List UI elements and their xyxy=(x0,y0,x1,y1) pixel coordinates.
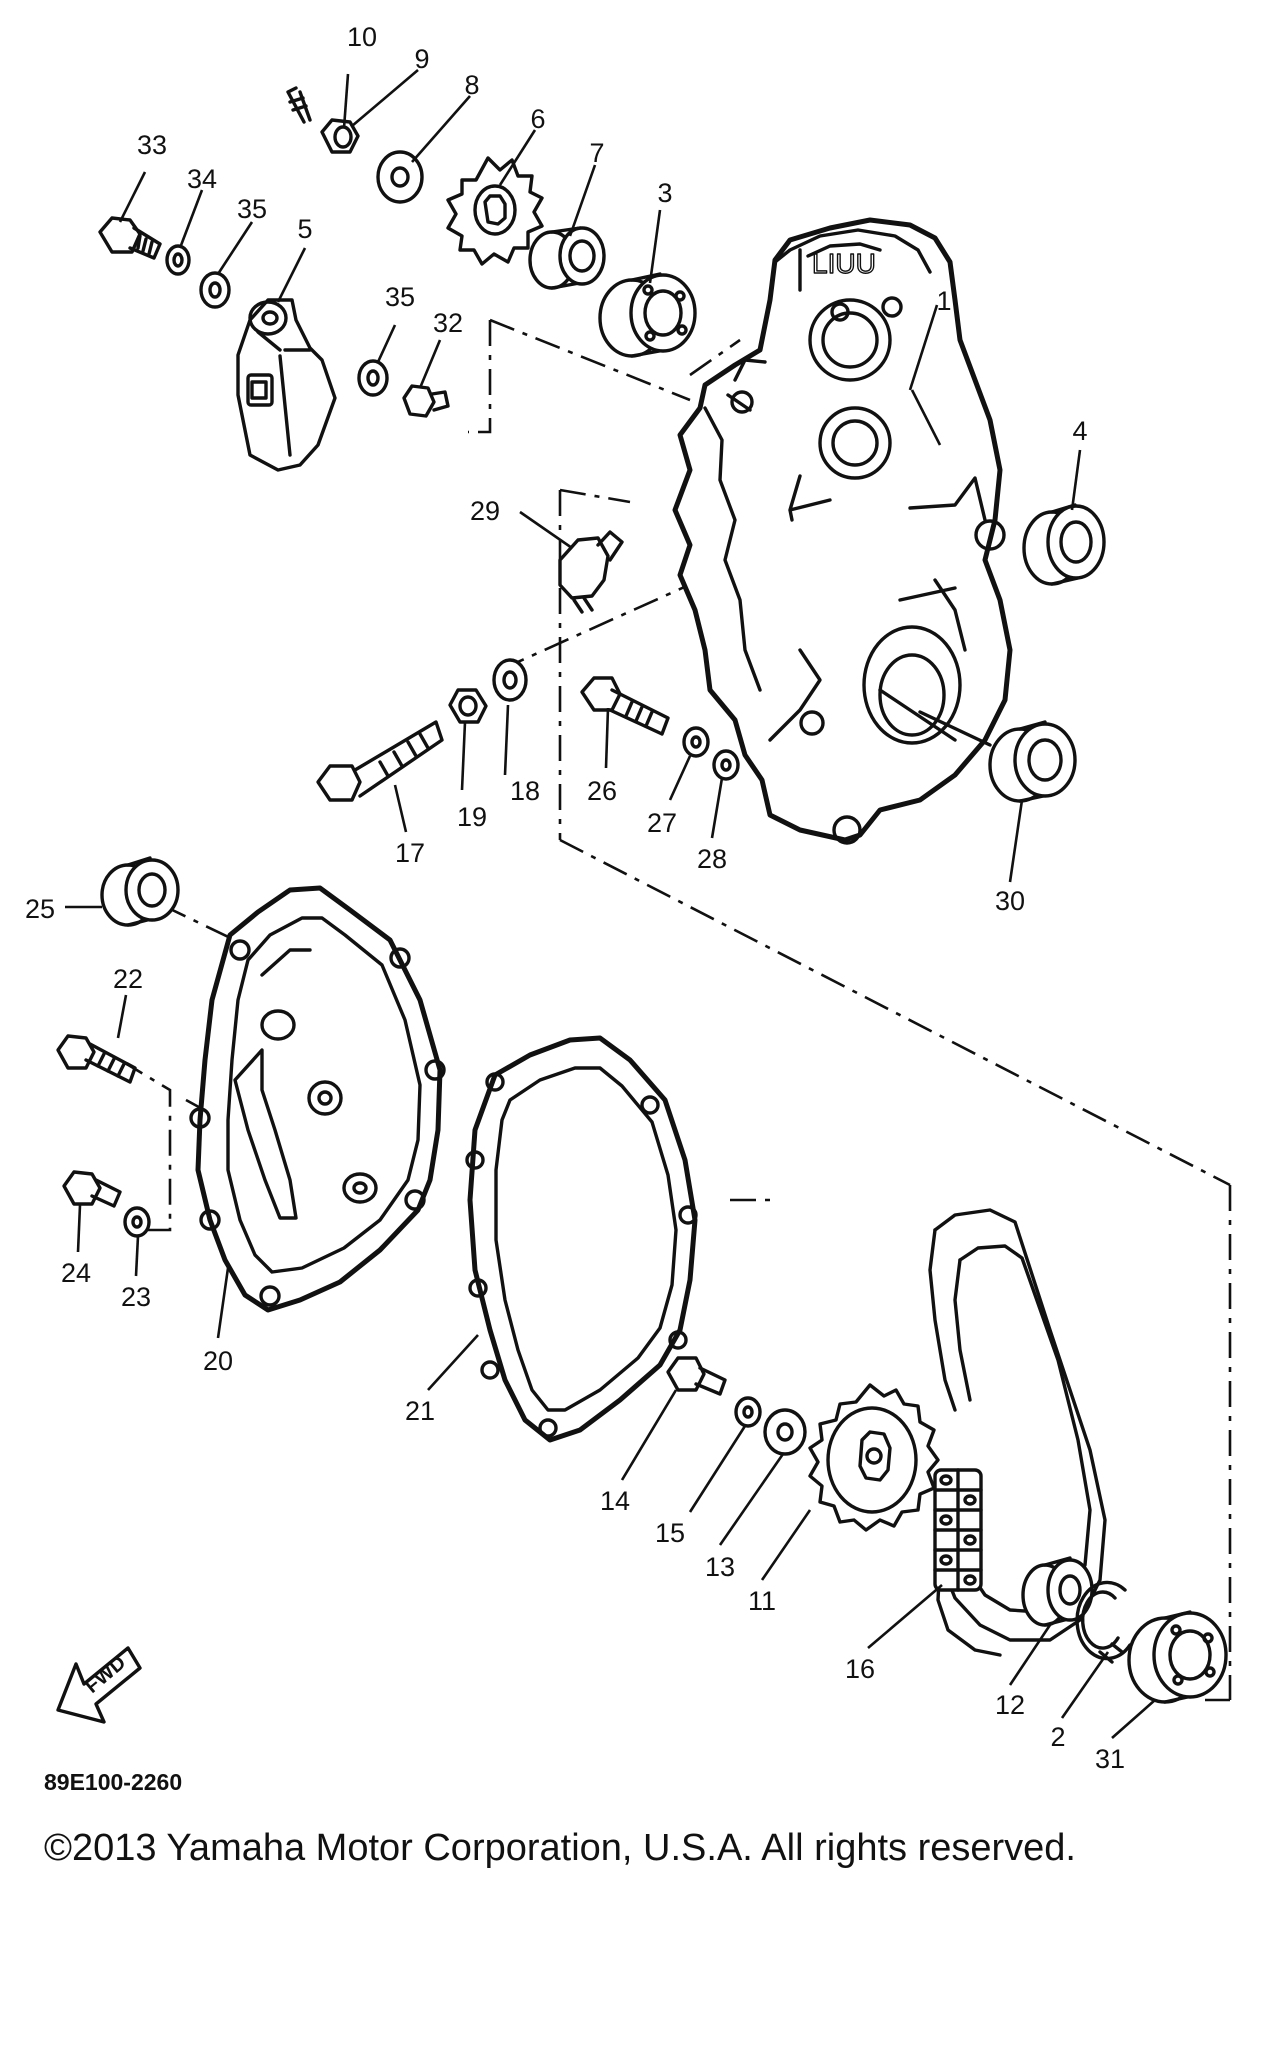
washer-23 xyxy=(123,1206,151,1238)
fwd-arrow-icon: FWD xyxy=(56,1646,142,1724)
label-part-5: 5 xyxy=(297,214,312,244)
label-part-33: 33 xyxy=(137,130,167,160)
tensioner-5 xyxy=(236,298,337,472)
chain-case-housing: LIUU xyxy=(672,217,1013,845)
bolt-33 xyxy=(98,216,162,260)
label-part-2: 2 xyxy=(1050,1722,1065,1752)
washer-8 xyxy=(376,150,424,204)
seal-4 xyxy=(1022,503,1106,586)
seal-25 xyxy=(100,856,180,927)
label-part-17: 17 xyxy=(395,838,425,868)
label-part-10: 10 xyxy=(347,22,377,52)
leader-lines xyxy=(65,69,1156,1739)
housing-stamp: LIUU xyxy=(812,248,876,279)
part-labels: 10 9 8 6 7 3 1 4 33 34 35 5 35 32 29 18 … xyxy=(25,22,1125,1774)
copyright-notice: ©2013 Yamaha Motor Corporation, U.S.A. A… xyxy=(44,1827,1076,1869)
bolt-24 xyxy=(62,1170,122,1208)
label-part-4: 4 xyxy=(1072,416,1087,446)
label-part-30: 30 xyxy=(995,886,1025,916)
label-part-13: 13 xyxy=(705,1552,735,1582)
washer-15 xyxy=(734,1396,762,1428)
washer-35a xyxy=(199,271,231,309)
label-part-3: 3 xyxy=(657,178,672,208)
bolt-14 xyxy=(666,1356,727,1396)
label-part-14: 14 xyxy=(600,1486,630,1516)
label-part-22: 22 xyxy=(113,964,143,994)
washer-13 xyxy=(763,1408,807,1456)
washer-35b xyxy=(357,359,389,397)
label-part-27: 27 xyxy=(647,808,677,838)
label-part-24: 24 xyxy=(61,1258,91,1288)
cotter-pin-10 xyxy=(286,86,312,124)
gasket-21 xyxy=(465,1035,698,1443)
sprocket-6 xyxy=(446,156,544,266)
circlip-2 xyxy=(1075,1580,1132,1664)
label-part-8: 8 xyxy=(464,70,479,100)
label-part-11: 11 xyxy=(748,1586,776,1616)
spacer-7 xyxy=(528,226,606,290)
label-part-35a: 35 xyxy=(237,194,267,224)
label-part-19: 19 xyxy=(457,802,487,832)
washer-28 xyxy=(712,749,740,781)
label-part-25: 25 xyxy=(25,894,55,924)
bolt-22 xyxy=(56,1034,137,1084)
washer-18 xyxy=(492,658,528,702)
bearing-3 xyxy=(598,272,697,358)
washer-34 xyxy=(165,244,191,276)
label-part-31: 31 xyxy=(1095,1744,1125,1774)
nut-19 xyxy=(448,688,488,724)
label-part-23: 23 xyxy=(121,1282,151,1312)
drive-chain-16 xyxy=(928,1208,1107,1657)
label-part-18: 18 xyxy=(510,776,540,806)
label-part-12: 12 xyxy=(995,1690,1025,1720)
label-part-21: 21 xyxy=(405,1396,435,1426)
label-part-34: 34 xyxy=(187,164,217,194)
sprocket-11 xyxy=(808,1383,940,1532)
drawing-code: 89E100-2260 xyxy=(44,1769,182,1795)
bolt-26 xyxy=(580,676,670,736)
label-part-28: 28 xyxy=(697,844,727,874)
bolt-17 xyxy=(316,720,444,802)
label-part-20: 20 xyxy=(203,1346,233,1376)
label-part-9: 9 xyxy=(414,44,429,74)
label-part-29: 29 xyxy=(470,496,500,526)
label-part-6: 6 xyxy=(530,104,545,134)
seal-30 xyxy=(988,720,1077,803)
spacer-12 xyxy=(1021,1556,1094,1627)
cover-20 xyxy=(189,885,446,1313)
nut-9 xyxy=(320,118,360,154)
washer-27 xyxy=(682,726,710,758)
label-part-26: 26 xyxy=(587,776,617,806)
fitting-29 xyxy=(558,530,624,614)
label-part-7: 7 xyxy=(589,138,604,168)
label-part-1: 1 xyxy=(936,286,951,316)
label-part-16: 16 xyxy=(845,1654,875,1684)
bearing-31 xyxy=(1127,1610,1228,1704)
label-part-15: 15 xyxy=(655,1518,685,1548)
label-part-32: 32 xyxy=(433,308,463,338)
label-part-35b: 35 xyxy=(385,282,415,312)
nut-32 xyxy=(402,384,450,418)
